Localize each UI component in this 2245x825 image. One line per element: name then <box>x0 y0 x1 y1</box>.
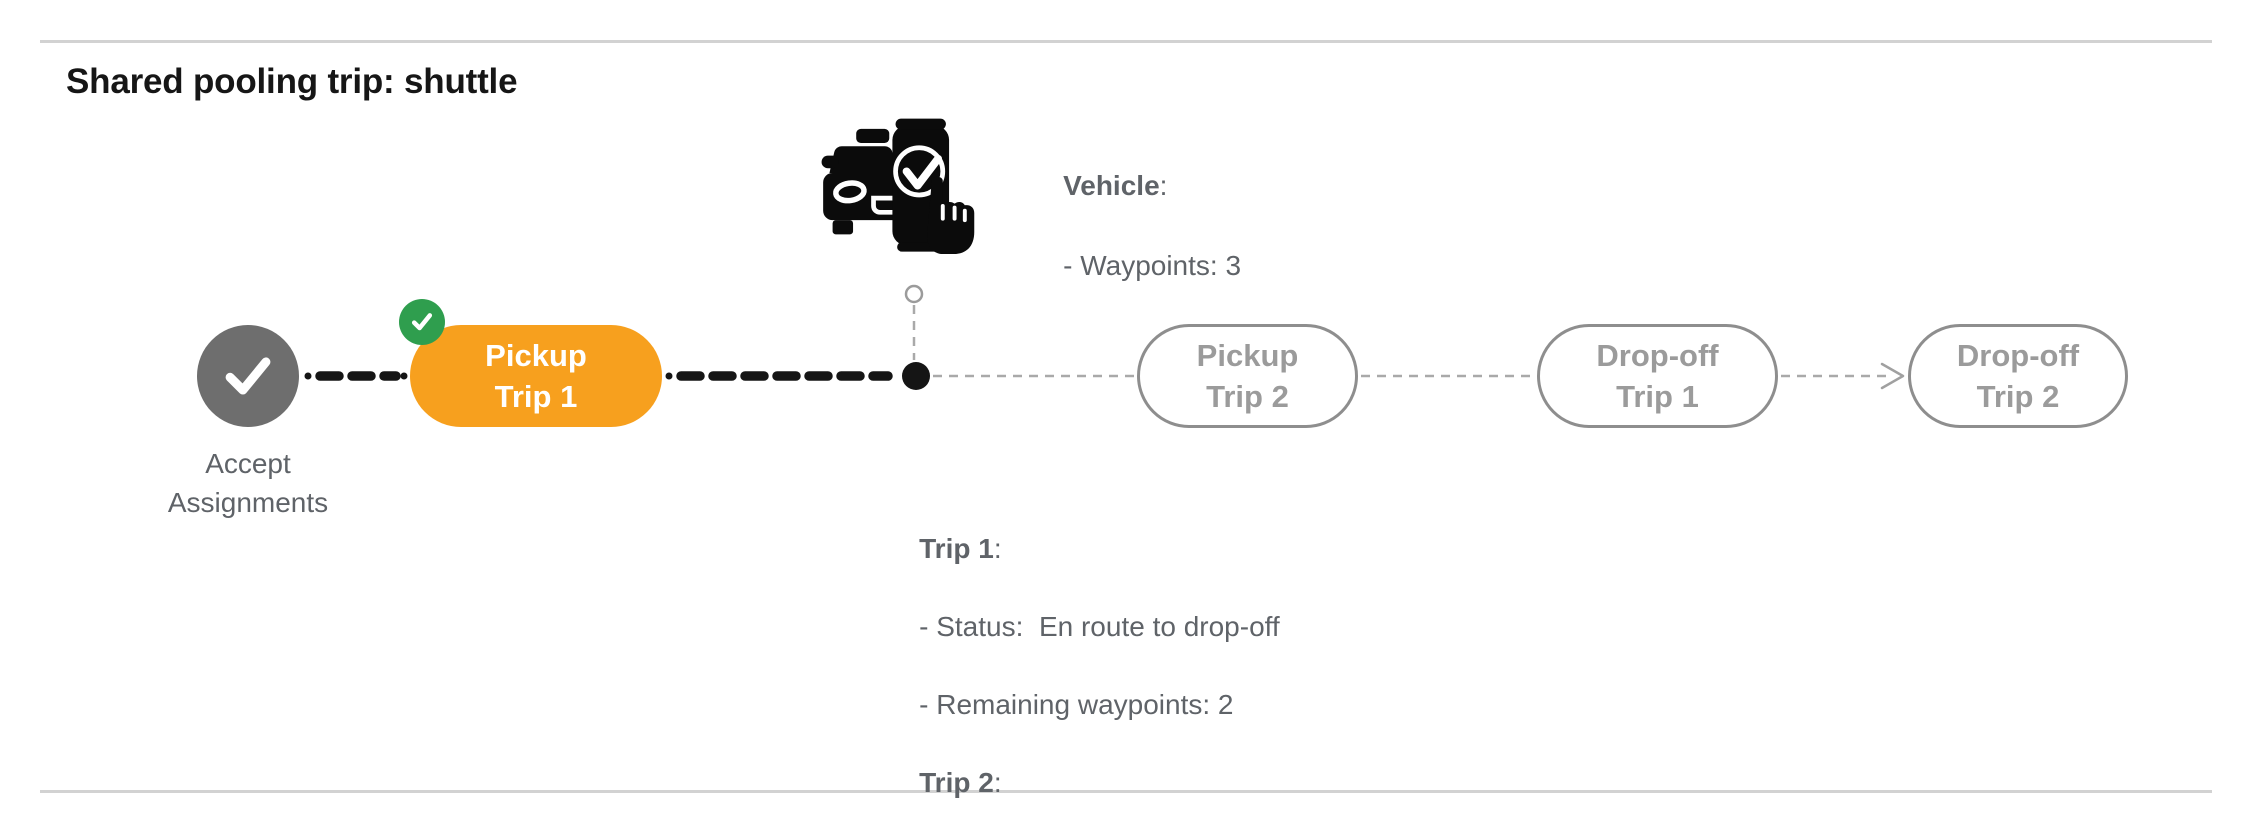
node-pickup-trip-2: Pickup Trip 2 <box>1137 324 1358 428</box>
node-dropoff-trip-2: Drop-off Trip 2 <box>1908 324 2128 428</box>
pill-label-line1: Drop-off <box>1596 338 1719 373</box>
pill-label-line2: Trip 1 <box>1616 379 1699 414</box>
trip-1-waypoints-line: - Remaining waypoints: 2 <box>919 689 1234 720</box>
pill-label-line2: Trip 2 <box>1976 379 2060 414</box>
node-accept-assignments <box>197 325 299 427</box>
dash-dot <box>304 372 312 380</box>
bottom-divider <box>40 790 2212 793</box>
check-icon <box>411 313 433 331</box>
pill-label-line1: Drop-off <box>1956 338 2080 373</box>
completed-badge <box>399 299 445 345</box>
top-divider <box>40 40 2212 43</box>
trip-2-name: Trip 2 <box>919 767 994 798</box>
arrow-head-icon <box>1880 362 1905 390</box>
check-icon <box>225 357 271 395</box>
pill-label-line1: Pickup <box>485 338 587 373</box>
trip-1-name: Trip 1 <box>919 533 994 564</box>
page-title: Shared pooling trip: shuttle <box>66 62 518 101</box>
current-position-dot-icon <box>902 362 930 390</box>
node-pickup-trip-1: Pickup Trip 1 <box>410 325 662 427</box>
vehicle-waypoints-line: - Waypoints: 3 <box>1063 250 1242 281</box>
car-phone-check-icon <box>821 118 975 255</box>
trip-2-colon: : <box>993 767 1002 798</box>
trip-status-panel: Trip 1: - Status: En route to drop-off -… <box>888 490 1280 825</box>
node-accept-assignments-label: Accept Assignments <box>167 448 329 518</box>
dash-dot <box>400 372 408 380</box>
trip-1-status-line: - Status: En route to drop-off <box>919 611 1280 642</box>
dash-dot <box>665 372 673 380</box>
pill-label-line2: Trip 2 <box>1206 379 1289 414</box>
vehicle-info-label: Vehicle <box>1063 170 1160 201</box>
pill-label-line2: Trip 1 <box>494 379 578 414</box>
vehicle-info: Vehicle: - Waypoints: 3 <box>1032 126 1241 326</box>
node-dropoff-trip-1: Drop-off Trip 1 <box>1537 324 1778 428</box>
vehicle-info-colon: : <box>1159 170 1168 201</box>
pill-label-line1: Pickup <box>1196 338 1299 373</box>
vehicle-anchor-circle <box>904 284 924 304</box>
trip-1-colon: : <box>993 533 1002 564</box>
